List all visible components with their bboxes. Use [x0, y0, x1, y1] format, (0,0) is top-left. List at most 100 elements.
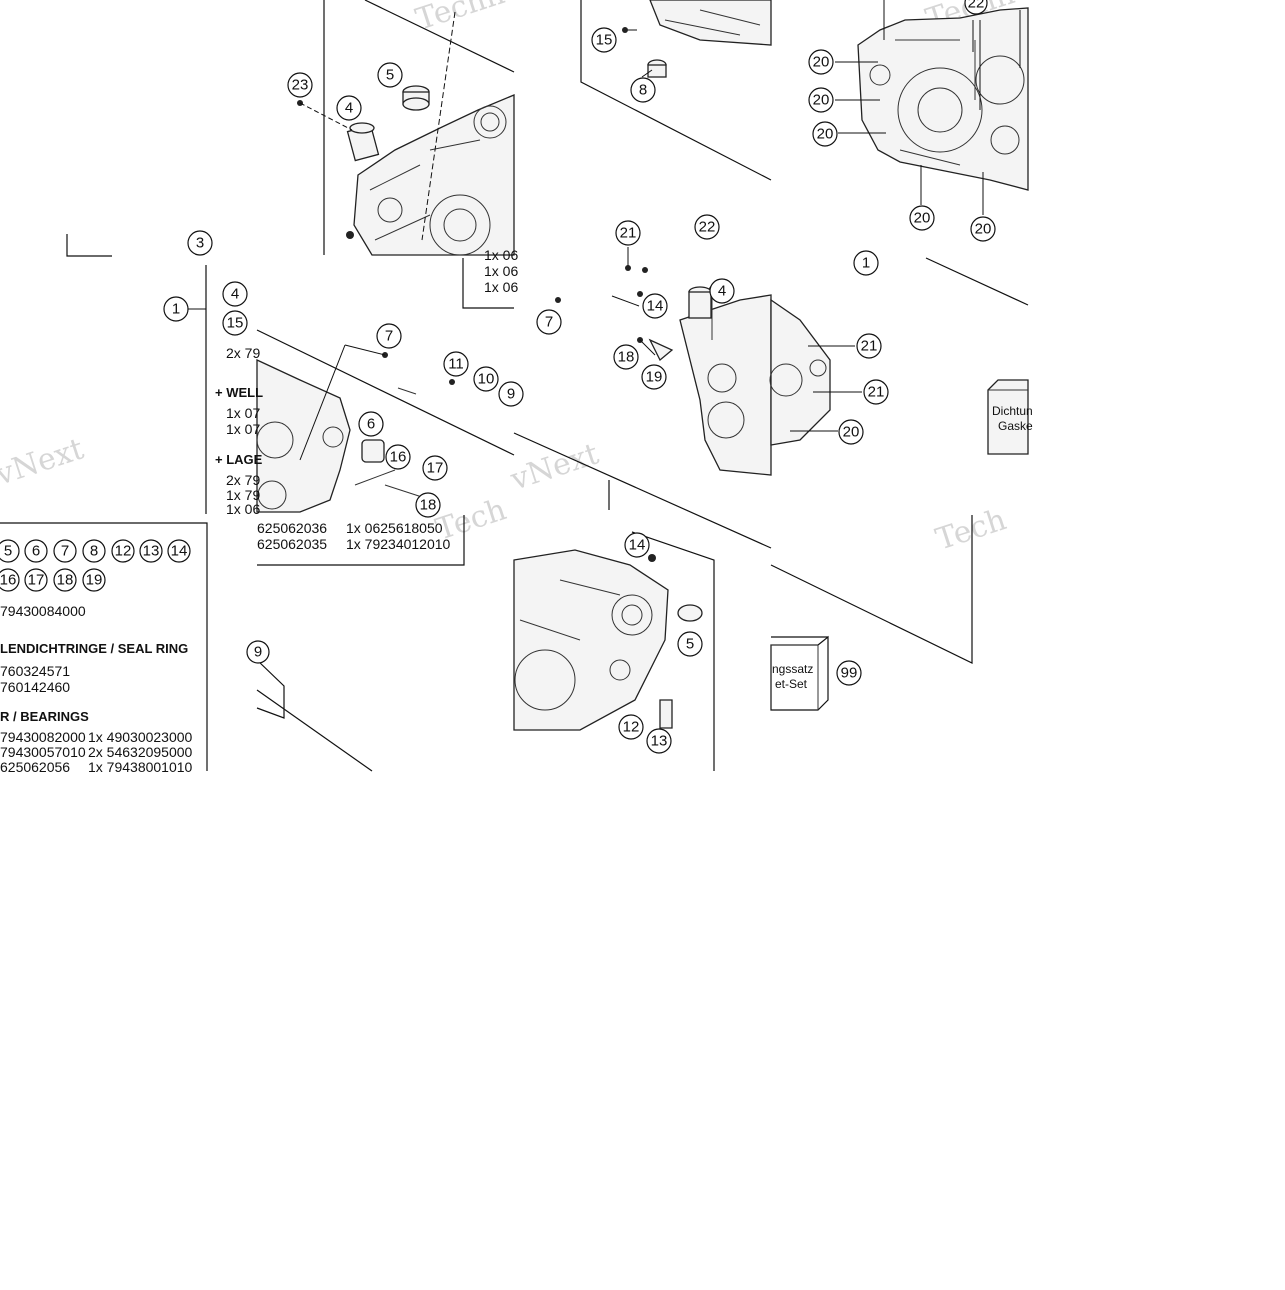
callout-number: 20: [813, 54, 830, 71]
callout-number: 18: [618, 349, 635, 366]
gasket-set-box-lower: ngssatz et-Set: [770, 635, 829, 711]
callout-number: 21: [868, 384, 885, 401]
callout: 20: [970, 216, 996, 242]
callout-number: 9: [507, 386, 515, 403]
callout-number: 10: [478, 371, 495, 388]
table-text: 625062035: [257, 536, 327, 552]
table-text: 625062056: [0, 759, 70, 775]
table-text: 1x 79234012010: [346, 536, 451, 552]
callout: 4: [709, 278, 735, 304]
watermark-text: Tech: [932, 502, 1011, 557]
callout: 9: [498, 381, 524, 407]
table-text: 79430057010: [0, 744, 86, 760]
callout: 20: [909, 205, 935, 231]
crankcase-right-mid: [769, 298, 831, 446]
callout: 4: [222, 281, 248, 307]
table-text: 760324571: [0, 663, 70, 679]
callout-number: 7: [61, 543, 69, 560]
callout: 4: [336, 95, 362, 121]
callout-number: 20: [843, 424, 860, 441]
callout: 12: [111, 539, 135, 563]
table-heading: LENDICHTRINGE / SEAL RING: [0, 641, 188, 656]
callout: 17: [422, 455, 448, 481]
table-text: 1x 07: [226, 405, 260, 421]
table-text: 1x 06: [484, 263, 518, 279]
callout-number: 21: [861, 338, 878, 355]
callout: 3: [187, 230, 213, 256]
callout-number: 4: [345, 100, 353, 117]
callout-number: 13: [651, 733, 668, 750]
callout: 14: [624, 532, 650, 558]
table-text: 79430082000: [0, 729, 86, 745]
gasket-label: Dichtun: [992, 404, 1033, 418]
callout: 1: [163, 296, 189, 322]
table-text: 1x 06: [226, 501, 260, 517]
callout: 9: [246, 640, 270, 664]
lower-parts-table: 79430084000 LENDICHTRINGE / SEAL RING 76…: [0, 603, 193, 775]
frame-lines: [0, 0, 1029, 772]
callout-number: 13: [143, 543, 160, 560]
callout-number: 20: [914, 210, 931, 227]
callout: 22: [964, 0, 988, 15]
callout: 5: [0, 539, 20, 563]
callout: 7: [376, 323, 402, 349]
table-text: 79430084000: [0, 603, 86, 619]
gasket-label: ngssatz: [772, 662, 813, 676]
callout-number: 19: [646, 369, 663, 386]
callout-number: 5: [4, 543, 12, 560]
callout-number: 14: [171, 543, 188, 560]
callout: 8: [82, 539, 106, 563]
callout-number: 12: [623, 719, 640, 736]
crankcase-center-mid: [679, 283, 772, 476]
callout-number: 22: [699, 219, 716, 236]
callout: 99: [836, 660, 862, 686]
table-text: 2x 54632095000: [88, 744, 193, 760]
gasket-label: et-Set: [775, 677, 808, 691]
callout-number: 4: [231, 286, 239, 303]
callout-number: 5: [386, 67, 394, 84]
callout-number: 8: [639, 82, 647, 99]
callout-number: 20: [975, 221, 992, 238]
callout: 15: [591, 27, 617, 53]
callout-number: 9: [254, 644, 262, 661]
callout: 16: [0, 568, 20, 592]
callout: 10: [473, 366, 499, 392]
table-text: 1x 79: [226, 487, 260, 503]
callout: 18: [53, 568, 77, 592]
callout-number: 21: [620, 225, 637, 242]
callout-number: 22: [968, 0, 985, 12]
callout-number: 3: [196, 235, 204, 252]
callout: 5: [677, 631, 703, 657]
callout-number: 17: [28, 572, 45, 589]
callout: 17: [24, 568, 48, 592]
callout-number: 14: [629, 537, 646, 554]
table-heading: + WELL: [215, 385, 263, 400]
callout: 14: [642, 293, 668, 319]
table-heading: R / BEARINGS: [0, 709, 89, 724]
callout: 18: [613, 344, 639, 370]
callout-number: 15: [227, 315, 244, 332]
crankcase-top-right-upper: [649, 0, 772, 46]
callout: 7: [536, 309, 562, 335]
callout: 7: [53, 539, 77, 563]
callout-number: 16: [0, 572, 16, 589]
callout: 6: [358, 411, 384, 437]
table-text: 1x 07: [226, 421, 260, 437]
callout: 5: [377, 62, 403, 88]
callout-number: 6: [32, 543, 40, 560]
callout: 16: [385, 444, 411, 470]
table-text: 1x 06: [484, 279, 518, 295]
callout: 21: [863, 379, 889, 405]
crankcase-lower-center: [513, 549, 669, 731]
callout: 12: [618, 714, 644, 740]
watermark-text: vNext: [0, 432, 88, 493]
callout: 13: [646, 728, 672, 754]
callout: 13: [139, 539, 163, 563]
callout: 19: [82, 568, 106, 592]
callout-number: 7: [385, 328, 393, 345]
callout-number: 8: [90, 543, 98, 560]
callout-number: 18: [57, 572, 74, 589]
table-text: 2x 79: [226, 472, 260, 488]
callout: 20: [812, 121, 838, 147]
